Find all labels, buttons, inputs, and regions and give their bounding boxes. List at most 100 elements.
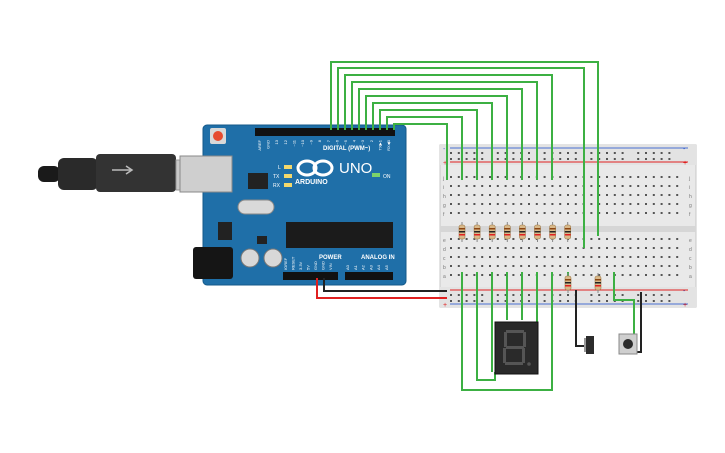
- wire-pin-12: [337, 67, 585, 248]
- model-label: UNO: [339, 160, 372, 177]
- pushbutton-2[interactable]: [618, 333, 638, 355]
- analog-pin-label: A0: [345, 264, 350, 270]
- row-letter: d: [443, 247, 446, 253]
- digital-header: [255, 128, 395, 136]
- row-letter: a: [443, 274, 446, 280]
- wire-seg-a: [461, 272, 553, 391]
- digital-pin-label: 4: [352, 139, 357, 142]
- power-pin-label: IOREF: [283, 257, 288, 270]
- wire-pin-7: [372, 102, 493, 180]
- on-label: ON: [383, 174, 391, 180]
- brand-label: ARDUINO: [295, 179, 328, 186]
- wire-pin-4: [393, 123, 448, 180]
- digital-pin-label: ~9: [309, 139, 314, 144]
- analog-header: [345, 272, 393, 280]
- rail-sign: +: [683, 302, 687, 309]
- power-label: POWER: [319, 255, 342, 261]
- analog-pin-label: A5: [384, 264, 389, 270]
- rail-sign: -: [683, 288, 686, 295]
- analog-pin-label: A1: [353, 264, 358, 270]
- row-letter: i: [689, 185, 690, 191]
- wire-5v: [316, 278, 447, 299]
- resistor[interactable]: [519, 222, 526, 242]
- digital-header-label: DIGITAL (PWM~): [323, 146, 370, 152]
- wire-seg-b: [476, 272, 496, 381]
- digital-pin-label: GND: [266, 140, 271, 149]
- row-letter: c: [689, 256, 692, 262]
- digital-pin-label: TX▶1: [377, 139, 382, 150]
- wire-pin-9: [358, 88, 523, 180]
- arduino-board[interactable]: ARDUINO UNO DIGITAL (PWM~) POWER ANALOG …: [179, 124, 407, 286]
- arduino-logo: [296, 159, 334, 177]
- row-letter: b: [443, 265, 446, 271]
- power-pin-label: RESET: [291, 256, 296, 270]
- power-pin-label: 5V: [306, 265, 311, 270]
- resistor[interactable]: [488, 222, 496, 242]
- digital-pin-label: ~10: [300, 139, 305, 147]
- power-pin-label: VIN: [328, 263, 333, 270]
- resistor[interactable]: [503, 222, 511, 242]
- row-letter: i: [443, 185, 444, 191]
- resistor[interactable]: [549, 222, 556, 242]
- digital-pin-label: 2: [369, 139, 374, 142]
- resistors: [458, 222, 602, 293]
- digital-pin-label: 7: [326, 139, 331, 142]
- seven-segment-display[interactable]: [494, 321, 539, 375]
- digital-pin-label: ~11: [291, 139, 296, 146]
- segments: [503, 330, 531, 366]
- rail-sign: -: [443, 146, 446, 153]
- digital-pin-label: RX◀0: [386, 139, 391, 151]
- reset-button[interactable]: [213, 131, 223, 141]
- power-pin-label: GND: [313, 261, 318, 270]
- rail-sign: +: [443, 302, 447, 309]
- digital-pin-label: 8: [317, 139, 322, 142]
- digital-pin-label: 13: [274, 139, 279, 144]
- rail-sign: +: [683, 160, 687, 167]
- row-letter: d: [689, 247, 692, 253]
- digital-pin-label: 12: [283, 139, 288, 144]
- pushbutton-1[interactable]: [584, 336, 594, 354]
- wire-pin-5: [386, 116, 463, 180]
- row-letter: g: [443, 203, 446, 209]
- rail-sign: -: [683, 146, 686, 153]
- led-l-label: L: [278, 165, 281, 171]
- analog-pin-label: A2: [361, 264, 366, 270]
- wire-pin-13: [330, 61, 599, 236]
- resistor[interactable]: [594, 273, 602, 293]
- resistor[interactable]: [564, 273, 572, 293]
- wire-pin-8: [365, 95, 508, 180]
- power-pin-label: 3.3V: [298, 261, 303, 270]
- row-letter: j: [688, 176, 690, 182]
- wire-pin-10: [351, 81, 538, 180]
- resistor[interactable]: [473, 222, 481, 242]
- wire-pin-11: [344, 74, 553, 180]
- power-pin-label: GND: [321, 261, 326, 270]
- row-letter: f: [689, 212, 691, 218]
- resistor[interactable]: [564, 222, 572, 242]
- resistor[interactable]: [458, 222, 466, 242]
- atmega-chip: [286, 222, 393, 248]
- wire-pin-6: [379, 109, 478, 180]
- row-letter: g: [689, 203, 692, 209]
- analog-pin-label: A4: [376, 264, 381, 270]
- digital-pin-label: AREF: [257, 139, 262, 150]
- digital-pin-label: ~3: [360, 139, 365, 144]
- rail-sign: +: [443, 160, 447, 167]
- row-letter: a: [689, 274, 692, 280]
- row-letter: e: [689, 238, 692, 244]
- row-letter: e: [443, 238, 446, 244]
- row-letter: b: [689, 265, 692, 271]
- led-rx-label: RX: [273, 183, 281, 189]
- row-letter: c: [443, 256, 446, 262]
- row-letter: j: [442, 176, 444, 182]
- row-letter: f: [443, 212, 445, 218]
- analog-pin-label: A3: [368, 264, 373, 270]
- resistor[interactable]: [534, 222, 541, 242]
- digital-pin-label: ~6: [334, 139, 339, 144]
- breadboard-holes: [450, 152, 679, 302]
